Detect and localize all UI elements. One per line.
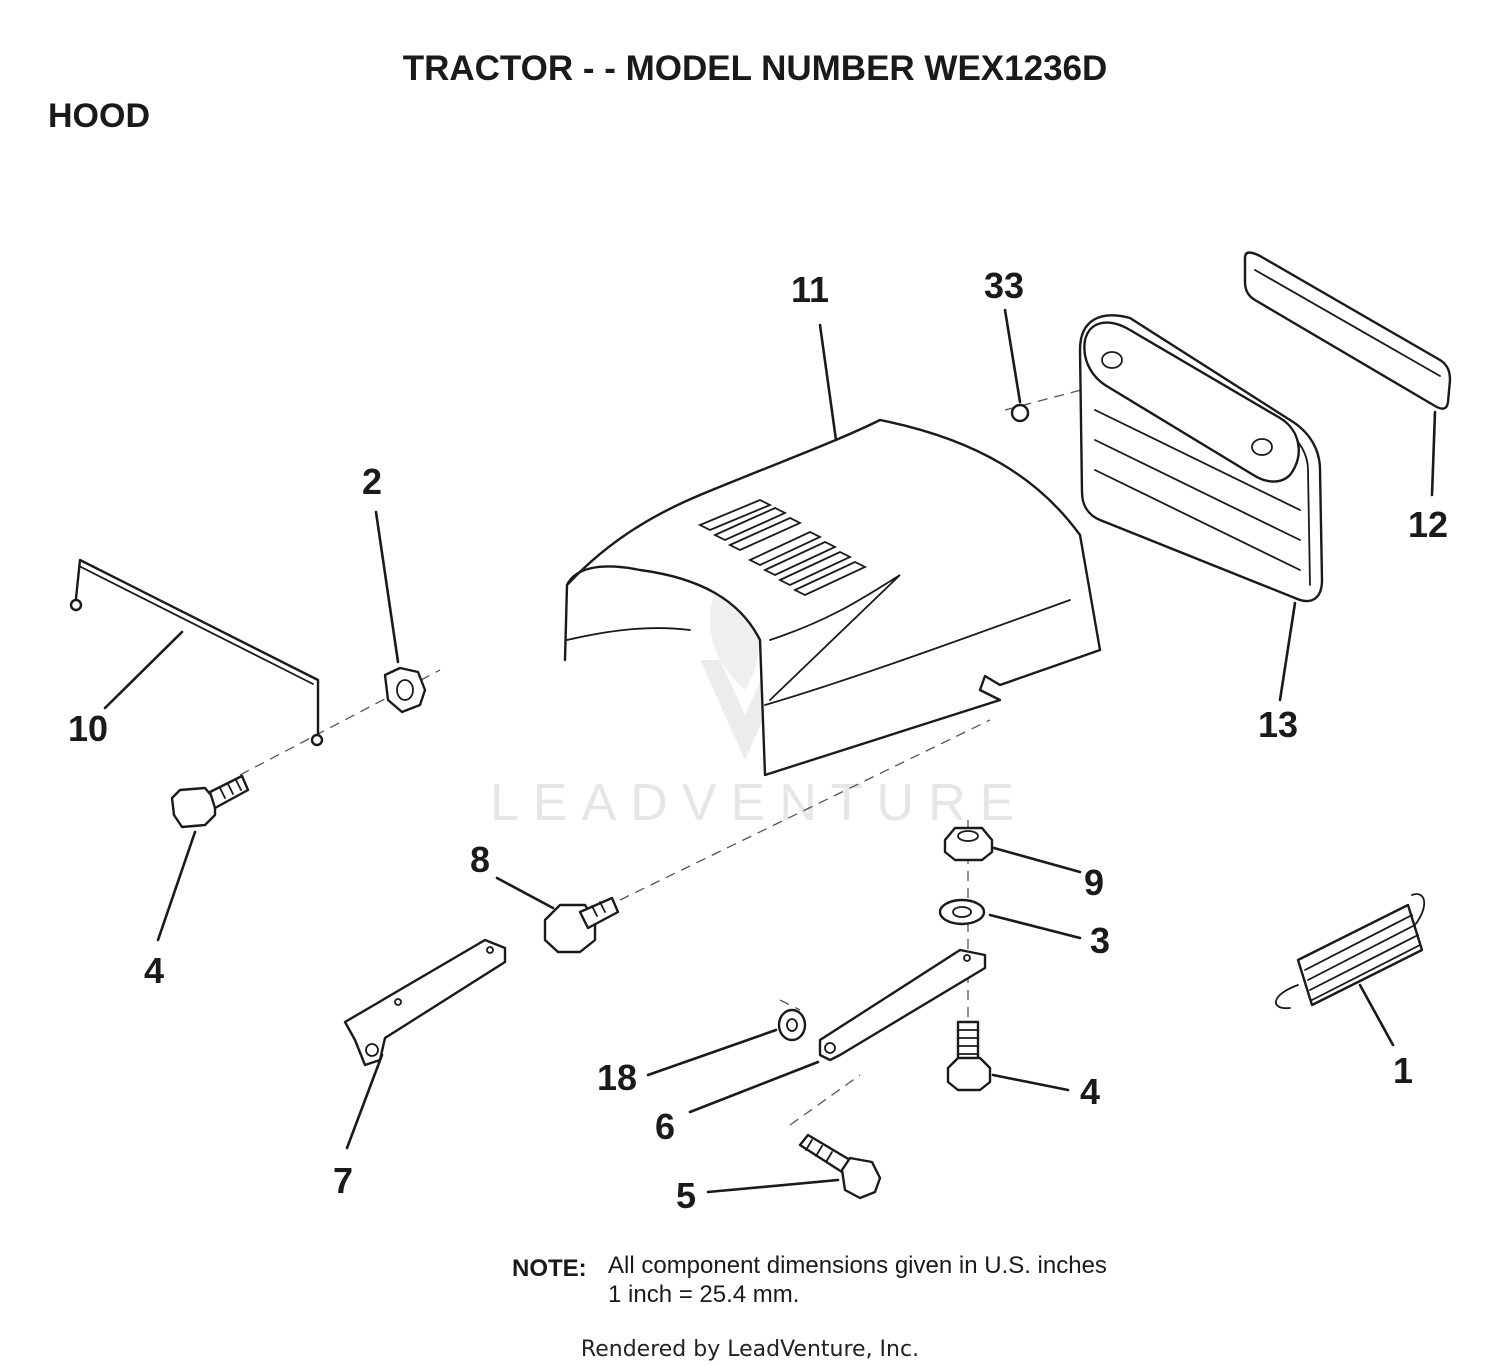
callout-2: 2 bbox=[362, 461, 382, 502]
rod-part-10 bbox=[69, 558, 324, 747]
watermark-text: LEADVENTURE bbox=[490, 774, 1028, 832]
callout-8: 8 bbox=[470, 839, 490, 880]
bracket-part-7 bbox=[343, 938, 507, 1067]
washer-part-18 bbox=[777, 1008, 807, 1042]
callout-12: 12 bbox=[1408, 504, 1448, 545]
spring-part-1 bbox=[1275, 893, 1425, 1009]
bracket-part-6 bbox=[818, 948, 987, 1062]
callout-4-upper: 4 bbox=[144, 950, 164, 991]
callout-labels: 11 33 12 2 10 13 4 8 9 3 18 6 4 1 7 5 bbox=[68, 265, 1448, 1216]
hood-part-11 bbox=[563, 418, 1102, 777]
bolt-part-4-right bbox=[946, 1020, 992, 1092]
leader-lines bbox=[103, 308, 1437, 1194]
page-title: TRACTOR - - MODEL NUMBER WEX1236D bbox=[403, 49, 1108, 88]
callout-18: 18 bbox=[597, 1057, 637, 1098]
callout-1: 1 bbox=[1393, 1050, 1413, 1091]
callout-3: 3 bbox=[1090, 920, 1110, 961]
callout-33: 33 bbox=[984, 265, 1024, 306]
bolt-part-8 bbox=[543, 896, 620, 954]
nut-part-9 bbox=[943, 826, 994, 862]
callout-5: 5 bbox=[676, 1175, 696, 1216]
bolt-part-5 bbox=[798, 1133, 882, 1200]
callout-4-lower: 4 bbox=[1080, 1071, 1100, 1112]
fastener-part-33 bbox=[1010, 403, 1030, 423]
section-title: HOOD bbox=[48, 97, 150, 135]
dimension-note: NOTE: All component dimensions given in … bbox=[512, 1252, 1107, 1308]
callout-7: 7 bbox=[333, 1160, 353, 1201]
render-credit: Rendered by LeadVenture, Inc. bbox=[581, 1337, 919, 1362]
hood-vent-slots bbox=[697, 499, 868, 596]
bolt-part-4-left bbox=[170, 774, 250, 829]
nut-part-2 bbox=[383, 666, 427, 714]
washer-part-3 bbox=[938, 898, 986, 926]
callout-13: 13 bbox=[1258, 704, 1298, 745]
callout-10: 10 bbox=[68, 708, 108, 749]
callout-6: 6 bbox=[655, 1106, 675, 1147]
callout-9: 9 bbox=[1084, 862, 1104, 903]
note-line-2: 1 inch = 25.4 mm. bbox=[608, 1281, 799, 1308]
note-line-1: All component dimensions given in U.S. i… bbox=[608, 1252, 1107, 1279]
note-label: NOTE: bbox=[512, 1255, 587, 1282]
grille-part-13 bbox=[1078, 314, 1324, 603]
callout-11: 11 bbox=[791, 269, 829, 310]
emblem-part-12 bbox=[1243, 251, 1452, 410]
